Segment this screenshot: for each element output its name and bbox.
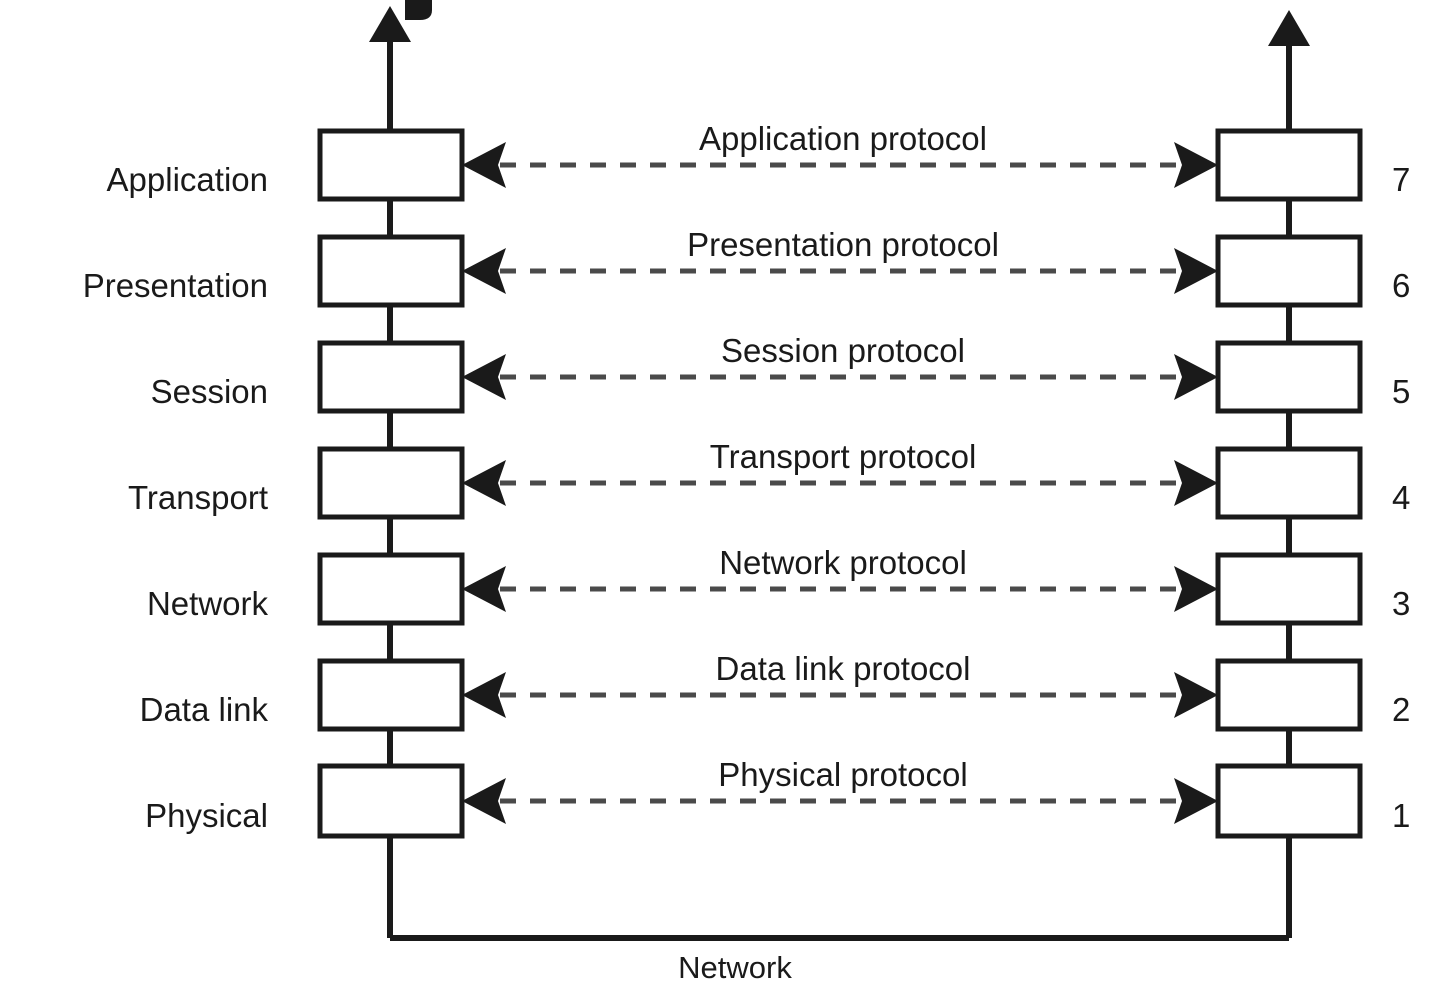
layer-row-7 [317, 128, 1363, 202]
layer-number-1: 1 [1392, 797, 1411, 834]
layer-label-physical: Physical [145, 797, 268, 834]
left-arrowhead-icon-3 [462, 566, 506, 612]
right-arrowhead-icon-5 [1174, 354, 1218, 400]
right-box-layer-2[interactable] [1215, 658, 1363, 732]
layer-label-data-link: Data link [139, 691, 268, 728]
protocol-label-transport: Transport protocol [709, 438, 977, 475]
left-arrowhead-icon-6 [462, 248, 506, 294]
protocol-label-application: Application protocol [698, 120, 987, 157]
cropped-title-remnant [405, 0, 432, 20]
right-arrowhead-icon-6 [1174, 248, 1218, 294]
protocol-label-physical: Physical protocol [718, 756, 968, 793]
left-box-layer-7[interactable] [317, 128, 465, 202]
layer-row-5 [317, 340, 1363, 414]
layer-label-session: Session [150, 373, 268, 410]
right-arrowhead-icon-4 [1174, 460, 1218, 506]
layer-row-2 [317, 658, 1363, 732]
right-arrowhead-icon-2 [1174, 672, 1218, 718]
left-box-layer-5[interactable] [317, 340, 465, 414]
left-box-layer-3[interactable] [317, 552, 465, 626]
left-box-layer-4[interactable] [317, 446, 465, 520]
protocol-label-session: Session protocol [721, 332, 965, 369]
layer-number-6: 6 [1392, 267, 1411, 304]
layer-row-4 [317, 446, 1363, 520]
left-arrowhead-icon-5 [462, 354, 506, 400]
layer-row-6 [317, 234, 1363, 308]
right-box-layer-1[interactable] [1215, 763, 1363, 839]
up-arrow-icon-right [1268, 10, 1310, 46]
up-arrow-icon-left [369, 6, 411, 42]
right-box-layer-7[interactable] [1215, 128, 1363, 202]
right-box-layer-5[interactable] [1215, 340, 1363, 414]
layer-label-transport: Transport [128, 479, 268, 516]
layer-row-3 [317, 552, 1363, 626]
right-arrowhead-icon-1 [1174, 778, 1218, 824]
left-box-layer-1[interactable] [317, 763, 465, 839]
layer-row-1 [317, 763, 1363, 839]
layer-label-network: Network [146, 585, 268, 622]
network-bus-label: Network [678, 950, 792, 985]
left-arrowhead-icon-7 [462, 142, 506, 188]
right-box-layer-3[interactable] [1215, 552, 1363, 626]
layer-number-7: 7 [1392, 161, 1411, 198]
layer-label-presentation: Presentation [82, 267, 268, 304]
right-arrowhead-icon-7 [1174, 142, 1218, 188]
right-box-layer-6[interactable] [1215, 234, 1363, 308]
protocol-label-presentation: Presentation protocol [687, 226, 999, 263]
left-arrowhead-icon-4 [462, 460, 506, 506]
left-arrowhead-icon-1 [462, 778, 506, 824]
layer-number-3: 3 [1392, 585, 1411, 622]
protocol-label-data-link: Data link protocol [715, 650, 971, 687]
layer-number-5: 5 [1392, 373, 1411, 410]
left-box-layer-2[interactable] [317, 658, 465, 732]
left-box-layer-6[interactable] [317, 234, 465, 308]
protocol-label-network: Network protocol [719, 544, 967, 581]
layer-number-4: 4 [1392, 479, 1411, 516]
left-arrowhead-icon-2 [462, 672, 506, 718]
layer-label-application: Application [106, 161, 268, 198]
layer-number-2: 2 [1392, 691, 1411, 728]
right-arrowhead-icon-3 [1174, 566, 1218, 612]
right-box-layer-4[interactable] [1215, 446, 1363, 520]
